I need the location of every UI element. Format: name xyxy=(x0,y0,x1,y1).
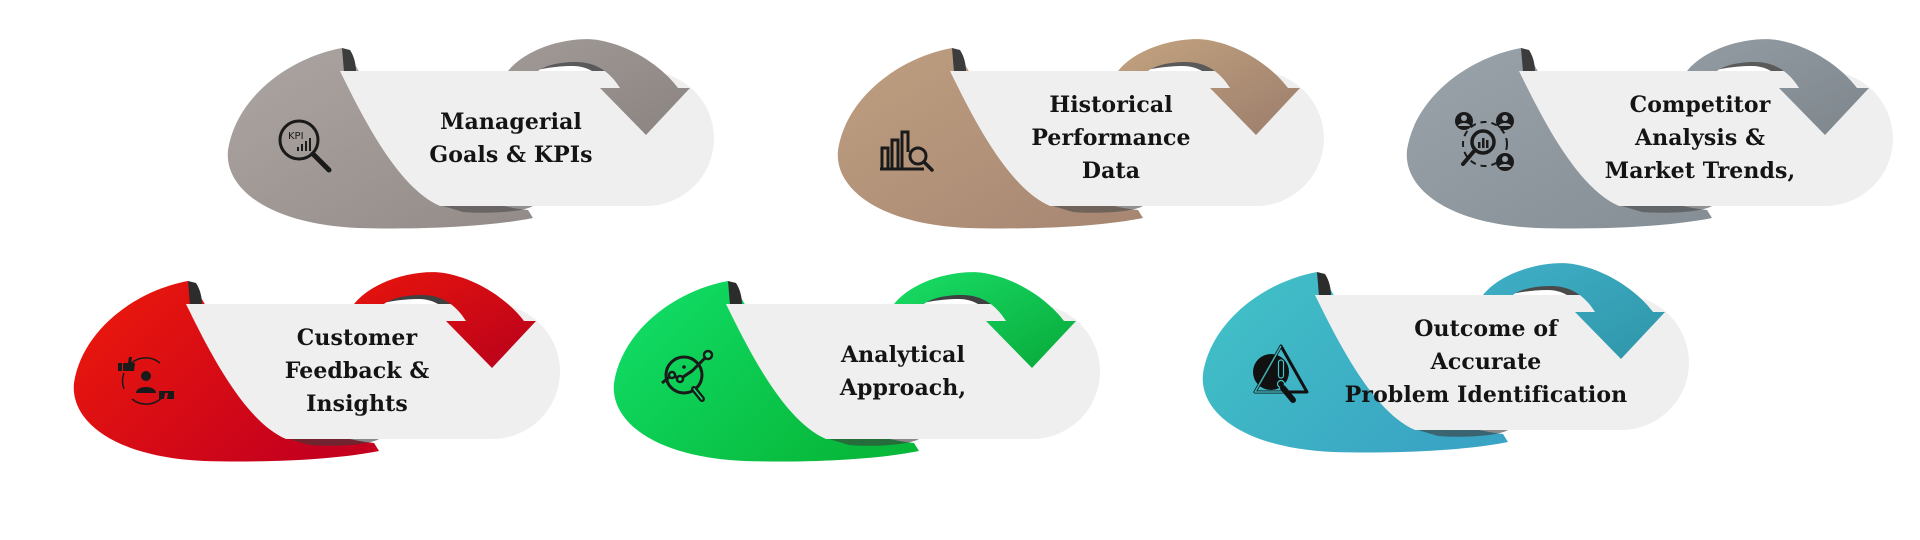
competitor-analysis-icon xyxy=(1453,110,1517,174)
card-label: Competitor Analysis & Market Trends, xyxy=(1587,71,1813,206)
card-label: Managerial Goals & KPIs xyxy=(398,71,624,206)
card-label: Outcome of Accurate Problem Identificati… xyxy=(1345,295,1627,430)
card-shape xyxy=(1202,263,1689,453)
card-label: Historical Performance Data xyxy=(998,71,1224,206)
kpi-magnifier-icon: KPI xyxy=(273,114,337,178)
fold-shadow xyxy=(1521,48,1535,72)
fold-shadow xyxy=(1317,272,1331,296)
label-line: Competitor xyxy=(1629,92,1771,118)
bottom-shadow xyxy=(443,206,533,213)
curved-arrow xyxy=(508,39,690,135)
warning-magnifier-icon xyxy=(1249,342,1313,406)
card-competitor-analysis: Competitor Analysis & Market Trends, xyxy=(1406,38,1897,238)
fold-shadow xyxy=(342,48,356,72)
bottom-shadow xyxy=(829,439,919,446)
label-line: Accurate xyxy=(1430,349,1542,375)
label-line: Outcome of xyxy=(1414,316,1558,342)
customer-feedback-icon xyxy=(114,349,178,413)
analytics-magnifier-icon xyxy=(658,347,722,411)
bar-chart-search-icon xyxy=(878,118,942,182)
fold-shadow xyxy=(952,48,966,72)
bottom-shadow xyxy=(1622,206,1712,213)
card-shape xyxy=(73,272,560,462)
label-line: Analysis & xyxy=(1634,125,1766,151)
bottom-shadow xyxy=(289,439,379,446)
card-historical-performance: Historical Performance Data xyxy=(837,38,1328,238)
label-line: Goals & KPIs xyxy=(429,141,593,168)
label-line: Feedback & xyxy=(284,358,430,384)
card-shape xyxy=(1406,39,1893,229)
label-line: Managerial xyxy=(440,108,582,135)
card-analytical-approach: Analytical Approach, xyxy=(613,271,1104,471)
svg-text:KPI: KPI xyxy=(288,131,304,142)
curved-arrow xyxy=(1483,263,1665,359)
curved-arrow xyxy=(894,272,1076,368)
card-shape xyxy=(837,39,1324,229)
card-customer-feedback: Customer Feedback & Insights xyxy=(73,271,564,471)
bottom-shadow xyxy=(1053,206,1143,213)
curved-arrow xyxy=(1118,39,1300,135)
card-managerial-goals: KPI Managerial Goals & KPIs xyxy=(227,38,718,238)
fold-shadow xyxy=(188,281,202,305)
curved-arrow xyxy=(354,272,536,368)
label-line: Approach, xyxy=(839,374,967,401)
curved-arrow xyxy=(1687,39,1869,135)
fold-shadow xyxy=(728,281,742,305)
label-line: Problem Identification xyxy=(1344,382,1628,408)
card-shape xyxy=(613,272,1100,462)
bottom-shadow xyxy=(1418,430,1508,437)
label-line: Insights xyxy=(306,391,408,417)
card-shape xyxy=(227,39,714,229)
label-line: Customer xyxy=(296,325,418,351)
label-line: Data xyxy=(1081,158,1141,184)
card-label: Analytical Approach, xyxy=(790,304,1016,439)
label-line: Market Trends, xyxy=(1604,158,1796,184)
card-problem-identification: Outcome of Accurate Problem Identificati… xyxy=(1202,262,1693,462)
label-line: Performance xyxy=(1031,125,1191,151)
label-line: Historical xyxy=(1049,92,1173,118)
label-line: Analytical xyxy=(841,341,965,368)
card-label: Customer Feedback & Insights xyxy=(244,304,470,439)
